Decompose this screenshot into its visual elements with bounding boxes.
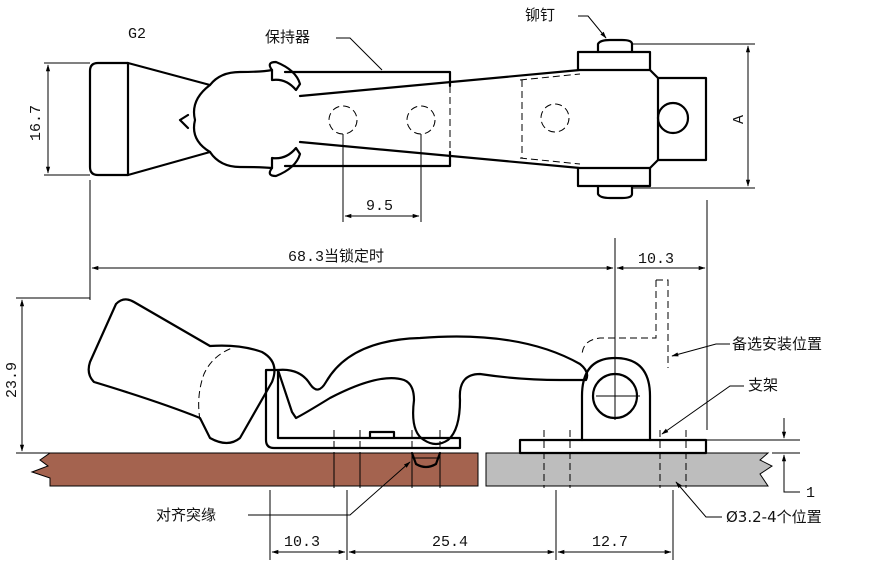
tab	[656, 76, 708, 162]
side-hook-arm	[276, 335, 589, 446]
side-view: 备选安装位置 支架 对齐突缘 Ø3.2-4个位置 23.9 1 10.3 25.…	[4, 279, 822, 560]
side-bracket-ear	[580, 356, 652, 442]
holder-plate	[283, 70, 452, 168]
wood-surface	[30, 452, 479, 487]
dim-bottom-left: 10.3	[284, 534, 320, 551]
steel-surface	[485, 452, 773, 487]
side-bracket-plate	[518, 438, 708, 455]
hook-arm	[298, 68, 660, 170]
base-plate	[576, 50, 652, 188]
handle-end-cap	[88, 61, 130, 177]
drawing-title: G2	[128, 26, 146, 43]
length-dimensions: 68.3当锁定时 10.3	[89, 180, 708, 430]
rivet-top	[596, 38, 634, 54]
holder-clip-bottom	[268, 146, 302, 178]
label-rivet: 铆钉	[525, 6, 555, 24]
tab-hole	[656, 101, 690, 135]
label-optional-mount: 备选安装位置	[732, 335, 822, 353]
holder-clip-top	[268, 60, 302, 92]
side-handle	[87, 298, 276, 445]
dim-gap: 1	[806, 485, 815, 502]
label-holder: 保持器	[265, 28, 310, 46]
dim-hole-pitch: 9.5	[366, 198, 393, 215]
label-align-boss: 对齐突缘	[156, 506, 216, 524]
side-small-block	[368, 430, 396, 440]
rivet-bottom	[596, 184, 634, 200]
handle-inner-notch	[178, 113, 190, 130]
dim-offset-right: 10.3	[638, 251, 674, 268]
top-view: G2 保持器 铆钉 16.7 9.5 A	[28, 6, 755, 222]
dim-width: 16.7	[28, 105, 45, 141]
dim-bottom-mid: 25.4	[432, 534, 468, 551]
label-hole-positions: Ø3.2-4个位置	[726, 508, 822, 526]
dim-height: 23.9	[4, 362, 21, 398]
dim-bottom-right: 12.7	[592, 534, 628, 551]
dim-a: A	[731, 115, 748, 124]
label-bracket: 支架	[748, 376, 778, 394]
side-base	[264, 368, 462, 450]
hole-2	[406, 105, 436, 135]
dim-locked-length: 68.3当锁定时	[288, 248, 384, 266]
hole-1	[328, 105, 358, 135]
handle-body	[126, 61, 274, 177]
optional-mount-outline	[581, 279, 669, 368]
align-boss	[410, 451, 442, 469]
hole-3	[540, 103, 570, 133]
